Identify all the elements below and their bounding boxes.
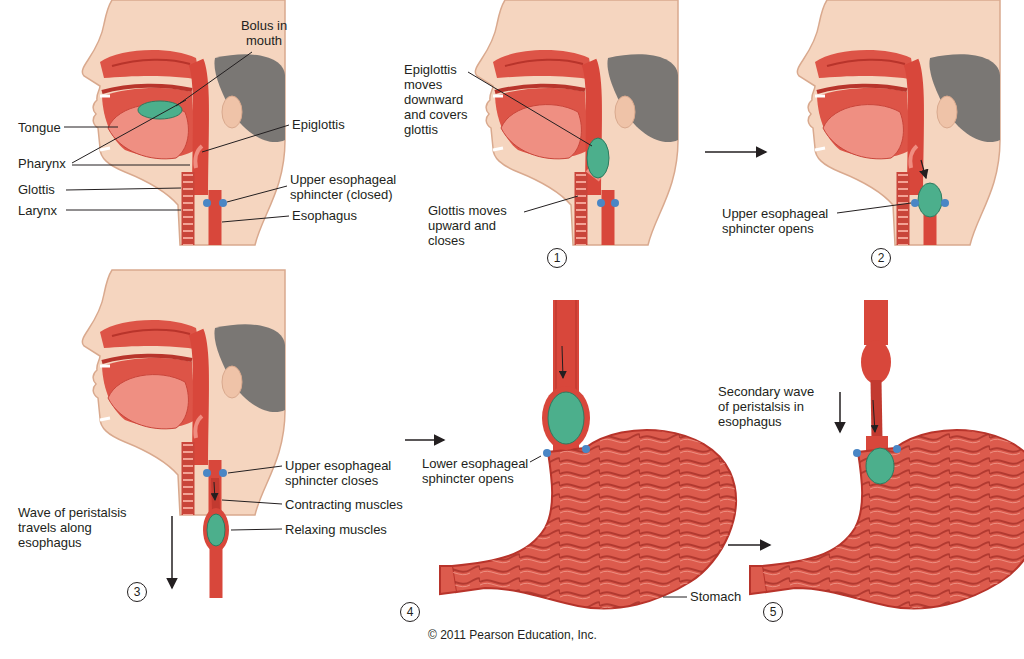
callout-number: 5 bbox=[763, 602, 783, 622]
callout-text: 4 bbox=[407, 606, 414, 618]
part-label: Upper esophageal sphincter opens bbox=[722, 206, 834, 236]
callout-text: 1 bbox=[554, 252, 561, 264]
part-label: Contracting muscles bbox=[285, 497, 403, 512]
part-label: Upper esophageal sphincter closes bbox=[285, 458, 397, 488]
part-label: Secondary wave of peristalsis in esophag… bbox=[718, 384, 826, 429]
callout-number: 1 bbox=[547, 248, 567, 268]
part-label: Glottis bbox=[18, 182, 55, 197]
part-label: Pharynx bbox=[18, 156, 66, 171]
part-label: Upper esophageal sphincter (closed) bbox=[290, 172, 408, 202]
callout-text: 3 bbox=[134, 586, 141, 598]
part-label: Larynx bbox=[18, 203, 57, 218]
callout-number: 2 bbox=[871, 248, 891, 268]
part-label: Lower esophageal sphincter opens bbox=[422, 456, 534, 486]
part-label: Glottis moves upward and closes bbox=[428, 203, 520, 248]
part-label: Stomach bbox=[690, 589, 741, 604]
callout-text: 5 bbox=[770, 606, 777, 618]
part-label: Tongue bbox=[18, 120, 61, 135]
callout-number: 4 bbox=[400, 602, 420, 622]
part-label: Esophagus bbox=[292, 208, 357, 223]
part-label: Epiglottis bbox=[292, 117, 345, 132]
copyright-caption: © 2011 Pearson Education, Inc. bbox=[428, 628, 597, 642]
part-label: Relaxing muscles bbox=[285, 522, 387, 537]
part-label: Epiglottis moves downward and covers glo… bbox=[404, 62, 476, 137]
callout-number: 3 bbox=[127, 582, 147, 602]
part-label: Wave of peristalsis travels along esopha… bbox=[18, 505, 146, 550]
part-label: Bolus in mouth bbox=[232, 18, 296, 48]
callout-text: 2 bbox=[878, 252, 885, 264]
